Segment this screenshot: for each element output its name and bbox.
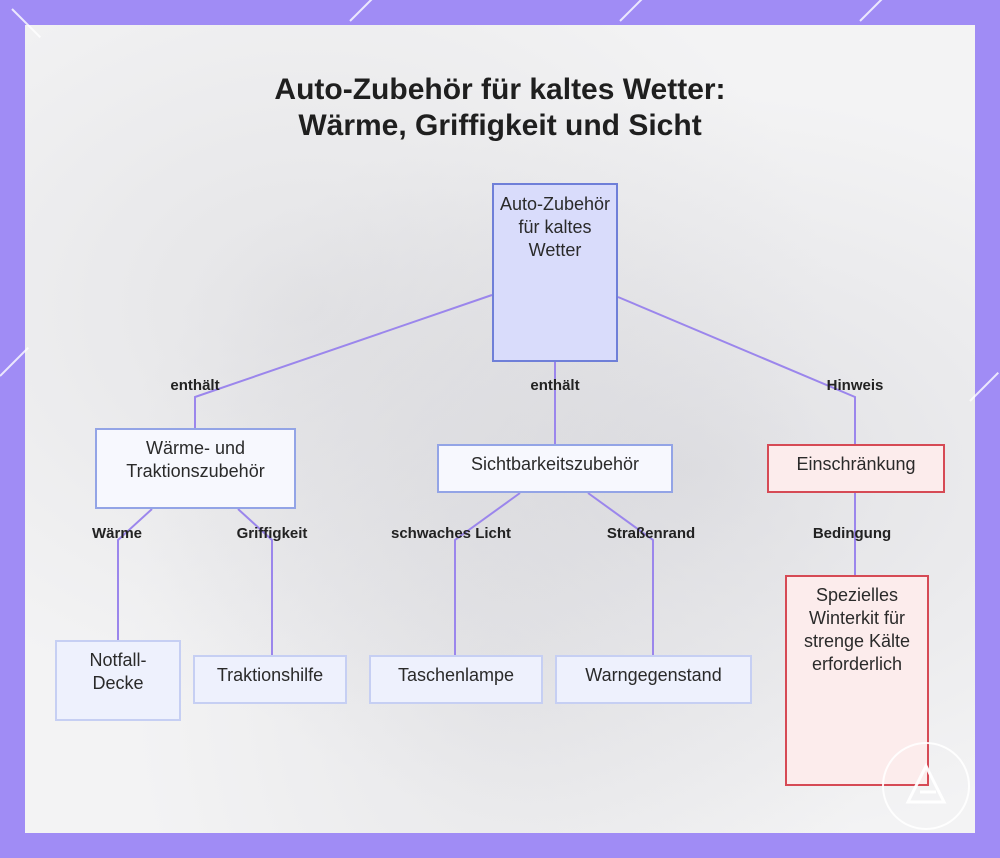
node-traction-aid: Traktionshilfe	[193, 655, 347, 704]
edge-label-roadside: Straßenrand	[606, 525, 696, 542]
edge-visibility-flashlight	[454, 492, 521, 655]
edge-label-warmth: Wärme	[91, 525, 143, 542]
edge-label-contains-left: enthält	[170, 377, 220, 394]
edge-warmth-traction	[237, 508, 273, 655]
node-winter-kit-label: Spezielles Winterkit für strenge Kälte e…	[803, 585, 911, 674]
edge-warmth-blanket	[117, 508, 153, 640]
watermark-logo	[882, 742, 970, 830]
node-flashlight: Taschenlampe	[369, 655, 543, 704]
node-flashlight-label: Taschenlampe	[397, 665, 515, 685]
background-panel	[25, 25, 975, 833]
node-warning-item-label: Warngegenstand	[585, 665, 722, 685]
node-warning-item: Warngegenstand	[555, 655, 752, 704]
node-blanket-label: Notfall-Decke	[89, 650, 147, 693]
node-root-label: Auto-Zubehör für kaltes Wetter	[499, 194, 611, 260]
node-limitation: Einschränkung	[767, 444, 945, 493]
edge-label-contains-mid: enthält	[530, 377, 580, 394]
node-limitation-label: Einschränkung	[796, 454, 916, 474]
node-blanket: Notfall-Decke	[55, 640, 181, 721]
edge-root-limitation	[617, 296, 856, 444]
node-winter-kit: Spezielles Winterkit für strenge Kälte e…	[785, 575, 929, 786]
node-root: Auto-Zubehör für kaltes Wetter	[492, 183, 618, 362]
logo-icon	[905, 762, 947, 804]
node-visibility-label: Sichtbarkeitszubehör	[470, 454, 640, 474]
node-visibility: Sichtbarkeitszubehör	[437, 444, 673, 493]
edge-label-condition: Bedingung	[812, 525, 892, 542]
edge-root-warmth	[194, 294, 493, 428]
node-warmth-traction-label: Wärme- und Traktionszubehör	[126, 438, 265, 481]
edge-label-grip: Griffigkeit	[236, 525, 308, 542]
node-warmth-traction: Wärme- und Traktionszubehör	[95, 428, 296, 509]
edge-label-note: Hinweis	[826, 377, 884, 394]
title-line-1: Auto-Zubehör für kaltes Wetter:	[274, 73, 726, 106]
title-line-2: Wärme, Griffigkeit und Sicht	[298, 109, 702, 142]
diagram-title: Auto-Zubehör für kaltes Wetter: Wärme, G…	[0, 72, 1000, 144]
edge-label-low-light: schwaches Licht	[390, 525, 512, 542]
edge-visibility-warning	[587, 492, 654, 655]
node-traction-aid-label: Traktionshilfe	[216, 665, 324, 685]
